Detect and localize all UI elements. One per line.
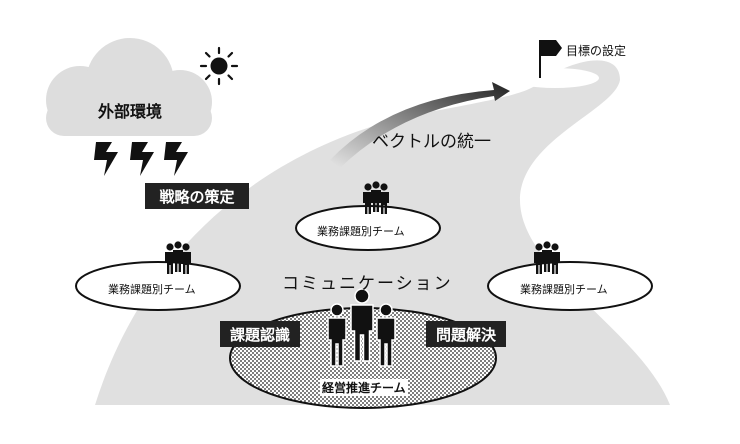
goal-setting-label: 目標の設定: [566, 44, 627, 58]
management-team-label: 経営推進チーム: [320, 379, 408, 396]
team-oval-right: [487, 261, 653, 311]
problem-solving-label: 問題解決: [426, 321, 506, 347]
arrow-icon: [330, 82, 510, 168]
cloud-shape: [46, 38, 212, 136]
external-environment-label: 外部環境: [98, 102, 163, 121]
people-group-icon: [327, 288, 396, 367]
team-label-right: 業務課題別チーム: [520, 283, 608, 296]
team-label-left: 業務課題別チーム: [108, 283, 196, 296]
team-oval-center: [295, 205, 441, 251]
sun-icon: [199, 46, 239, 86]
communication-label: コミュニケーション: [282, 274, 453, 294]
team-oval-left: [75, 261, 241, 311]
issue-recognition-label: 課題認識: [220, 321, 300, 347]
lightning-icon: [94, 142, 188, 176]
flag-icon: [539, 40, 562, 78]
strategy-label: 戦略の策定: [145, 183, 249, 209]
vector-alignment-label: ベクトルの統一: [372, 132, 491, 152]
team-label-center: 業務課題別チーム: [317, 225, 405, 238]
goal-oval: [511, 68, 599, 88]
